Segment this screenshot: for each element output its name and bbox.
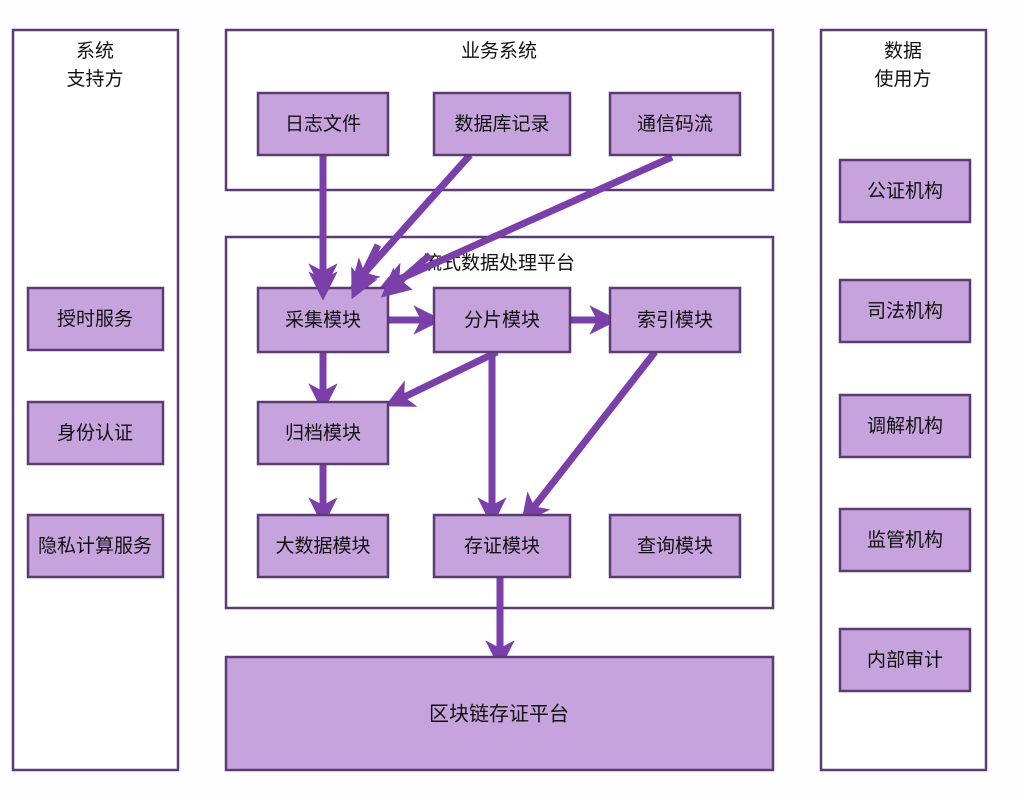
left-group-title-line1: 系统: [76, 40, 114, 62]
node-judicial-org[interactable]: 司法机构: [838, 278, 972, 344]
node-privacy-compute-label: 隐私计算服务: [38, 535, 152, 557]
node-archive-module-box[interactable]: [256, 400, 390, 466]
left-group-title-line2: 支持方: [66, 68, 123, 90]
node-log-file-label: 日志文件: [285, 113, 361, 135]
arrow-db-to-collect-head: [351, 243, 382, 300]
node-notary-org-label: 公证机构: [867, 180, 943, 202]
node-internal-audit-label: 内部审计: [867, 649, 943, 671]
node-mediation-org[interactable]: 调解机构: [838, 393, 972, 459]
arrow-db-to-collect: [350, 152, 473, 289]
node-privacy-compute[interactable]: 隐私计算服务: [26, 513, 165, 579]
right-group-title-line1: 数据: [884, 40, 922, 62]
node-timing-service-box[interactable]: [26, 286, 165, 352]
arrow-index-to-evidence: [520, 349, 658, 524]
frame-system-support: [11, 28, 180, 772]
node-identity-auth[interactable]: 身份认证: [26, 400, 165, 466]
arrow-shard-to-archive: [384, 348, 499, 407]
node-comm-stream[interactable]: 通信码流: [608, 91, 742, 157]
node-privacy-compute-box[interactable]: [26, 513, 165, 579]
right-group-title-line2: 使用方: [874, 68, 931, 90]
node-regulator-org[interactable]: 监管机构: [838, 507, 972, 573]
node-shard-module-box[interactable]: [432, 286, 572, 354]
arrow-stream-to-collect-head: [380, 252, 433, 298]
node-shard-module[interactable]: 分片模块: [432, 286, 572, 354]
node-index-module-label: 索引模块: [637, 309, 713, 331]
node-regulator-org-box[interactable]: [838, 507, 972, 573]
node-identity-auth-box[interactable]: [26, 400, 165, 466]
node-archive-module[interactable]: 归档模块: [256, 400, 390, 466]
node-index-module-box[interactable]: [608, 286, 742, 354]
node-shard-module-label: 分片模块: [464, 309, 540, 331]
node-evidence-module-label: 存证模块: [464, 535, 540, 557]
node-judicial-org-box[interactable]: [838, 278, 972, 344]
node-blockchain-platform-label: 区块链存证平台: [429, 702, 569, 725]
node-comm-stream-box[interactable]: [608, 91, 742, 157]
node-db-record-label: 数据库记录: [454, 113, 549, 135]
node-blockchain-platform[interactable]: 区块链存证平台: [224, 655, 775, 772]
node-notary-org[interactable]: 公证机构: [838, 158, 972, 224]
node-internal-audit-box[interactable]: [838, 627, 972, 693]
node-db-record[interactable]: 数据库记录: [432, 91, 572, 157]
node-bigdata-module[interactable]: 大数据模块: [256, 513, 390, 579]
node-identity-auth-label: 身份认证: [57, 422, 133, 444]
node-collect-module[interactable]: 采集模块: [256, 286, 390, 354]
node-mediation-org-label: 调解机构: [867, 415, 943, 437]
node-comm-stream-label: 通信码流: [637, 113, 713, 135]
node-collect-module-label: 采集模块: [285, 309, 361, 331]
node-query-module[interactable]: 查询模块: [608, 513, 742, 579]
node-evidence-module-box[interactable]: [432, 513, 572, 579]
node-timing-service-label: 授时服务: [57, 308, 133, 330]
node-blockchain-platform-box[interactable]: [224, 655, 775, 772]
node-query-module-box[interactable]: [608, 513, 742, 579]
node-index-module[interactable]: 索引模块: [608, 286, 742, 354]
business-group-title: 业务系统: [461, 40, 537, 62]
node-mediation-org-box[interactable]: [838, 393, 972, 459]
platform-group-title: 流式数据处理平台: [423, 252, 575, 274]
node-judicial-org-label: 司法机构: [867, 300, 943, 322]
node-archive-module-label: 归档模块: [285, 422, 361, 444]
node-bigdata-module-box[interactable]: [256, 513, 390, 579]
node-log-file-box[interactable]: [256, 91, 390, 157]
node-bigdata-module-label: 大数据模块: [275, 535, 370, 557]
node-db-record-box[interactable]: [432, 91, 572, 157]
arrow-stream-to-collect: [379, 153, 674, 290]
node-regulator-org-label: 监管机构: [867, 529, 943, 551]
node-timing-service[interactable]: 授时服务: [26, 286, 165, 352]
node-evidence-module[interactable]: 存证模块: [432, 513, 572, 579]
node-notary-org-box[interactable]: [838, 158, 972, 224]
node-query-module-label: 查询模块: [637, 535, 713, 557]
node-internal-audit[interactable]: 内部审计: [838, 627, 972, 693]
node-log-file[interactable]: 日志文件: [256, 91, 390, 157]
